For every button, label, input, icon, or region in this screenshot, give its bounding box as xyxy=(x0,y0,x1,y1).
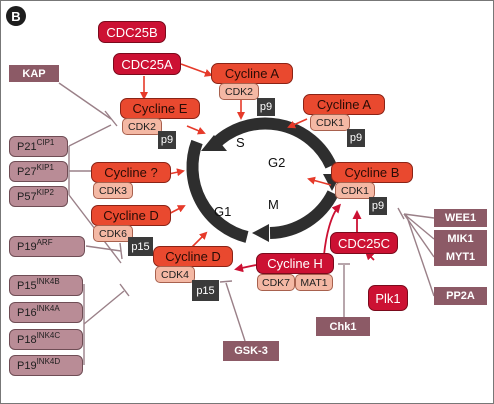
cdk1-b-node: CDK1 xyxy=(335,182,375,199)
cdk2-a-node: CDK2 xyxy=(219,83,259,100)
mat1-node: MAT1 xyxy=(295,274,333,291)
p15-lower-node: p15 xyxy=(192,280,219,301)
gsk3-node: GSK-3 xyxy=(223,341,279,361)
cdk1-a-node: CDK1 xyxy=(310,114,350,131)
pp2a-node: PP2A xyxy=(434,287,487,305)
inhibitor-family: ARF xyxy=(36,238,53,247)
cell-cycle-ring xyxy=(186,117,339,243)
phase-g2-label: G2 xyxy=(268,155,286,170)
plk1-node: Plk1 xyxy=(368,285,408,311)
cycline-h-node: Cycline H xyxy=(256,253,334,274)
p9-e-node: p9 xyxy=(158,131,176,149)
phase-s-label: S xyxy=(236,135,245,150)
cdk6-node: CDK6 xyxy=(93,225,133,242)
cycline-b-node: Cycline B xyxy=(331,162,413,183)
myt1-node: MYT1 xyxy=(434,248,487,266)
phase-g1-label: G1 xyxy=(214,204,232,219)
inhibitor-family: INK4C xyxy=(36,331,61,340)
cdc25c-node: CDC25C xyxy=(330,232,398,254)
cdc25b-node: CDC25B xyxy=(98,21,166,43)
p9-a2-node: p9 xyxy=(347,129,365,147)
cycline-d-upper-node: Cycline D xyxy=(91,205,171,226)
inhibitor-name: P16 xyxy=(17,306,37,319)
panel-letter: B xyxy=(11,8,21,24)
inhibitor-family: KIP2 xyxy=(36,188,54,197)
cycline-unknown-node: Cycline ? xyxy=(91,162,171,183)
cdk7-node: CDK7 xyxy=(257,274,295,291)
inhibitor-name: P18 xyxy=(17,333,37,346)
inhibitor-name: P27 xyxy=(17,165,37,178)
kap-node: KAP xyxy=(9,65,59,82)
cycline-a-g2-node: Cycline A xyxy=(303,94,385,115)
cycline-e-node: Cycline E xyxy=(120,98,200,119)
inhibitor-family: KIP1 xyxy=(36,163,54,172)
panel-label-badge: B xyxy=(6,6,26,26)
cdk3-node: CDK3 xyxy=(93,182,133,199)
phase-m-label: M xyxy=(268,197,279,212)
inhibitor-name: P57 xyxy=(17,190,37,203)
p15-upper-node: p15 xyxy=(128,237,153,256)
inhibitor-family: INK4A xyxy=(36,304,60,313)
mik1-node: MIK1 xyxy=(434,230,487,248)
cycline-a-s-node: Cycline A xyxy=(211,63,293,84)
cdk4-node: CDK4 xyxy=(155,266,195,283)
chk1-node: Chk1 xyxy=(316,317,370,336)
cdc25a-node: CDC25A xyxy=(113,53,181,75)
inhibitor-family: INK4D xyxy=(36,357,61,366)
inhibitor-name: P15 xyxy=(17,279,37,292)
inhibitor-name: P19 xyxy=(17,359,37,372)
p9-b-node: p9 xyxy=(369,197,387,215)
cdk2-e-node: CDK2 xyxy=(122,118,162,135)
inhibitor-family: CIP1 xyxy=(36,138,55,147)
inhibitor-name: P21 xyxy=(17,140,37,153)
inhibitor-family: INK4B xyxy=(36,277,60,286)
wee1-node: WEE1 xyxy=(434,209,487,227)
p9-a-node: p9 xyxy=(257,98,275,116)
cycline-d-lower-node: Cycline D xyxy=(153,246,233,267)
inhibitor-name: P19 xyxy=(17,240,37,253)
